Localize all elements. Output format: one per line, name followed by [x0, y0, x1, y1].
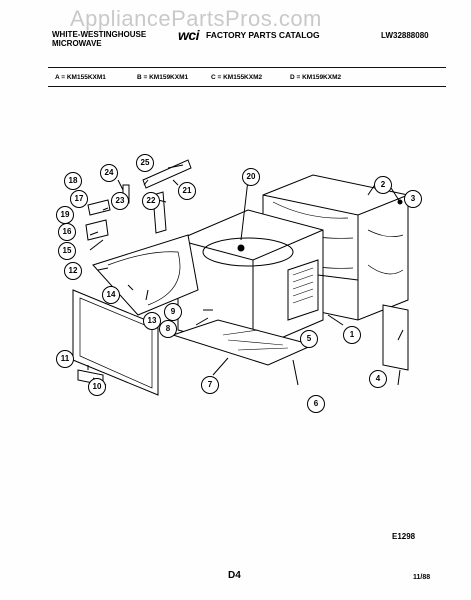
header-rule — [48, 67, 446, 68]
callout-10: 10 — [88, 378, 106, 396]
callout-16: 16 — [58, 223, 76, 241]
callout-7: 7 — [201, 376, 219, 394]
page-number: D4 — [228, 570, 241, 581]
catalog-number: LW32888080 — [381, 31, 429, 40]
model-b: B = KM159KXM1 — [137, 74, 189, 81]
callout-9: 9 — [164, 303, 182, 321]
callout-6: 6 — [307, 395, 325, 413]
callout-4: 4 — [369, 370, 387, 388]
wci-logo: wci — [178, 27, 200, 43]
watermark: AppliancePartsPros.com — [70, 6, 322, 31]
drawing-code: E1298 — [392, 532, 416, 541]
callout-15: 15 — [58, 242, 76, 260]
callout-23: 23 — [111, 192, 129, 210]
callout-14: 14 — [102, 286, 120, 304]
callout-12: 12 — [64, 262, 82, 280]
brand-name: WHITE-WESTINGHOUSE — [52, 30, 147, 39]
callout-25: 25 — [136, 154, 154, 172]
callout-24: 24 — [100, 164, 118, 182]
models-rule — [48, 86, 446, 87]
callout-3: 3 — [404, 190, 422, 208]
callout-11: 11 — [56, 350, 74, 368]
catalog-title: FACTORY PARTS CATALOG — [206, 30, 320, 40]
callout-8: 8 — [159, 320, 177, 338]
callout-21: 21 — [178, 182, 196, 200]
product-type: MICROWAVE — [52, 39, 102, 48]
callout-19: 19 — [56, 206, 74, 224]
catalog-date: 11/88 — [413, 574, 431, 581]
exploded-diagram — [72, 159, 409, 396]
model-d: D = KM159KXM2 — [290, 74, 342, 81]
callout-2: 2 — [374, 176, 392, 194]
callout-17: 17 — [70, 190, 88, 208]
callout-5: 5 — [300, 330, 318, 348]
callout-18: 18 — [64, 172, 82, 190]
callout-22: 22 — [142, 192, 160, 210]
model-c: C = KM155KXM2 — [211, 74, 263, 81]
callout-20: 20 — [242, 168, 260, 186]
callout-13: 13 — [143, 312, 161, 330]
callout-1: 1 — [343, 326, 361, 344]
brand-block: WHITE-WESTINGHOUSE MICROWAVE — [52, 30, 146, 48]
model-a: A = KM155KXM1 — [55, 74, 106, 81]
